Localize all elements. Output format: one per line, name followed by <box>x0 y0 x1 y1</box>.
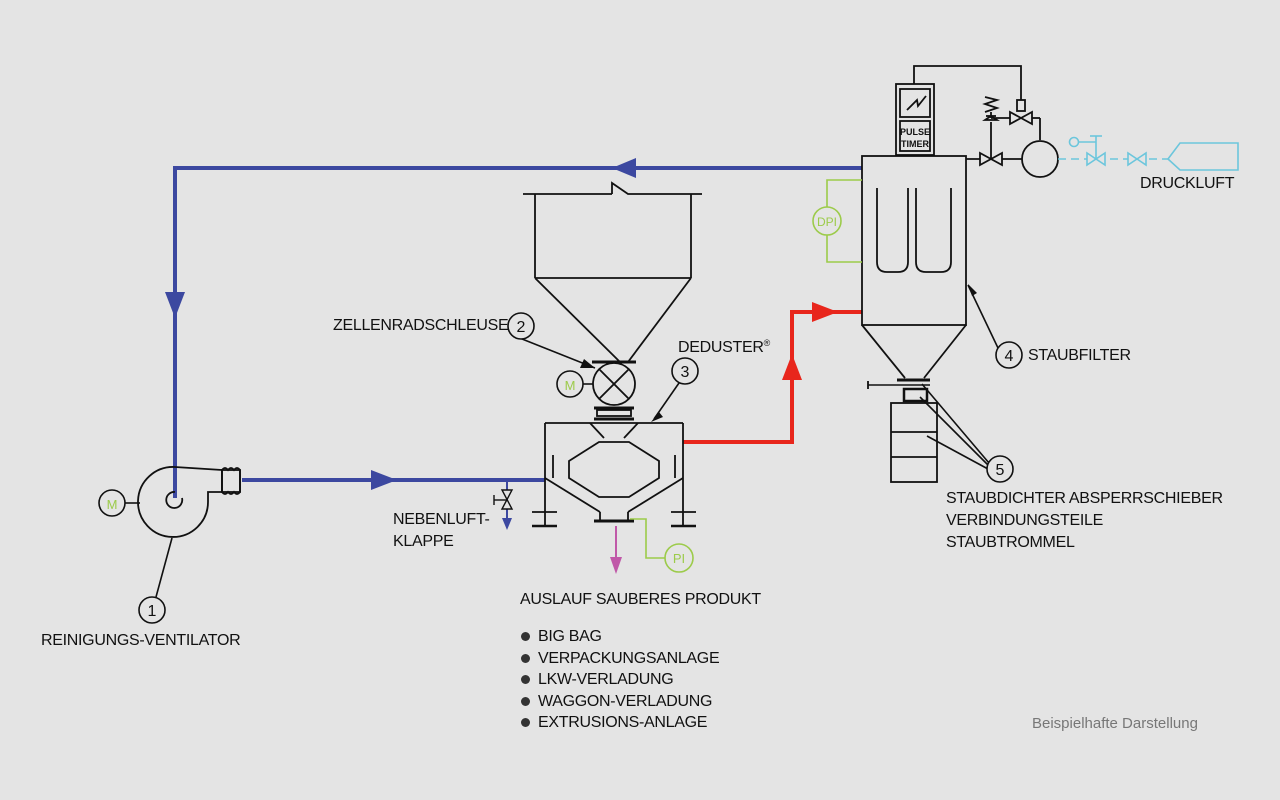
rotary-valve <box>592 362 636 421</box>
number-5: 5 <box>996 462 1005 479</box>
compressed-air-valves <box>966 96 1059 178</box>
number-3: 3 <box>681 364 690 381</box>
fan-motor-label: M <box>107 497 118 512</box>
dust-filter <box>861 155 967 483</box>
pulse-timer: PULSE TIMER <box>895 65 1022 156</box>
cleaning-fan <box>137 466 241 538</box>
rotary-valve-motor: M <box>556 370 593 398</box>
label-absperrschieber: STAUBDICHTER ABSPERRSCHIEBER <box>946 490 1223 507</box>
product-outlet <box>610 526 622 574</box>
number-4: 4 <box>1005 348 1014 365</box>
label-auslauf: AUSLAUF SAUBERES PRODUKT <box>520 591 761 608</box>
dirty-air-line <box>683 302 862 444</box>
label-klappe: KLAPPE <box>393 533 454 550</box>
pi-label: PI <box>673 551 685 566</box>
pressure-indicator: PI <box>630 518 694 573</box>
hopper <box>523 181 702 364</box>
deduster <box>532 422 696 528</box>
timer-label: TIMER <box>901 139 929 149</box>
label-reinigungs-ventilator: REINIGUNGS-VENTILATOR <box>41 632 241 649</box>
number-1-callout: 1 <box>138 537 173 624</box>
label-staubfilter: STAUBFILTER <box>1028 347 1131 364</box>
list-item: VERPACKUNGSANLAGE <box>520 648 720 670</box>
number-5-callout: 5 <box>919 383 1014 483</box>
flow-arrow-down <box>165 292 185 318</box>
label-druckluft: DRUCKLUFT <box>1140 175 1235 192</box>
flow-arrow-right-red <box>812 302 838 322</box>
number-4-callout: 4 <box>967 284 1023 369</box>
label-staubtrommel: STAUBTROMMEL <box>946 534 1075 551</box>
list-item: BIG BAG <box>520 626 719 648</box>
flow-arrow-left <box>612 158 636 178</box>
pulse-label: PULSE <box>900 127 930 137</box>
auslauf-destination-list: BIG BAG VERPACKUNGSANLAGE LKW-VERLADUNG … <box>520 626 720 734</box>
clean-air-flow-arrows <box>165 158 636 490</box>
number-1: 1 <box>148 603 157 620</box>
flow-arrow-right <box>371 470 397 490</box>
fan-motor: M <box>98 489 140 517</box>
valve-motor-label: M <box>565 378 576 393</box>
bypass-air-flap <box>493 480 514 530</box>
list-item: EXTRUSIONS-ANLAGE <box>520 712 719 734</box>
number-2-callout: 2 <box>507 312 596 369</box>
flow-arrow-up <box>782 354 802 380</box>
label-verbindungsteile: VERBINDUNGSTEILE <box>946 512 1104 529</box>
label-zellenradschleuse: ZELLENRADSCHLEUSE <box>333 317 509 334</box>
label-nebenluft: NEBENLUFT- <box>393 511 490 528</box>
label-deduster: DEDUSTER® <box>678 332 770 359</box>
differential-pressure-indicator: DPI <box>812 179 862 263</box>
list-item: LKW-VERLADUNG <box>520 669 719 691</box>
compressed-air-supply <box>1058 135 1239 171</box>
illustration-note: Beispielhafte Darstellung <box>1032 715 1198 732</box>
deduster-text: DEDUSTER <box>678 339 764 356</box>
list-item: WAGGON-VERLADUNG <box>520 691 719 713</box>
number-3-callout: 3 <box>651 357 699 422</box>
registered-mark: ® <box>763 338 771 348</box>
number-2: 2 <box>517 319 526 336</box>
dpi-label: DPI <box>817 215 837 229</box>
